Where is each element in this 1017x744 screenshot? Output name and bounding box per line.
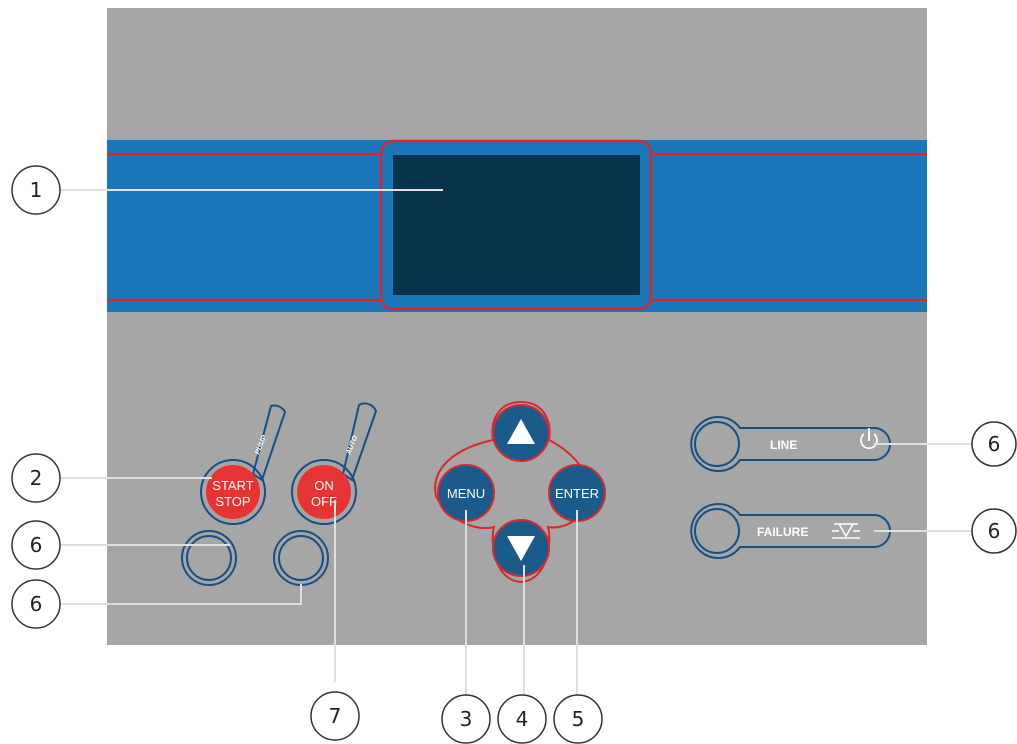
- line-led: [694, 421, 740, 467]
- callout-circle-5: [553, 694, 603, 744]
- callout-circle-2: [11, 453, 61, 503]
- pump-button-outline: [200, 459, 266, 525]
- triangle-up-icon: [507, 419, 535, 444]
- callout-circle-6-pump: [11, 520, 61, 570]
- callout-6-failure: 6: [988, 519, 1001, 543]
- failure-indicator: FAILURE: [690, 503, 891, 559]
- menu-label: MENU: [447, 486, 485, 501]
- line-label: LINE: [770, 438, 797, 452]
- failure-led: [694, 508, 740, 554]
- power-icon: [860, 428, 878, 450]
- triangle-down-icon: [507, 536, 535, 561]
- failure-indicator-outline: [690, 503, 891, 559]
- callout-1: 1: [30, 178, 43, 202]
- nav-cluster: MENU ENTER: [434, 400, 606, 584]
- water-level-icon: [832, 523, 860, 539]
- enter-label: ENTER: [555, 486, 599, 501]
- pump-group: PUMP START STOP: [181, 404, 287, 586]
- pump-led-outline: [181, 530, 237, 586]
- auto-slot-outline: [341, 402, 378, 482]
- callout-circle-6-failure: [971, 508, 1017, 554]
- auto-button-outline: [291, 459, 357, 525]
- start-stop-line1: START: [212, 478, 253, 493]
- nav-cluster-outline: [434, 400, 590, 584]
- callout-circle-7: [310, 691, 360, 741]
- callout-4: 4: [516, 707, 529, 731]
- callout-3: 3: [460, 707, 473, 731]
- failure-label: FAILURE: [757, 525, 808, 539]
- callout-6-auto: 6: [30, 592, 43, 616]
- callout-7: 7: [329, 704, 342, 728]
- line-indicator-outline: [690, 416, 891, 472]
- callout-circle-3: [441, 694, 491, 744]
- callout-6-line: 6: [988, 432, 1001, 456]
- start-stop-button[interactable]: [206, 465, 260, 519]
- callout-circle-4: [497, 694, 547, 744]
- callout-circle-6-auto: [11, 579, 61, 629]
- pump-slot-outline: [251, 404, 287, 482]
- callout-circle-6-line: [971, 421, 1017, 467]
- on-off-line2: OFF: [311, 494, 337, 509]
- callout-circle-1: [11, 165, 61, 215]
- line-indicator: LINE: [690, 416, 891, 472]
- on-off-line1: ON: [314, 478, 334, 493]
- on-off-button[interactable]: [297, 465, 351, 519]
- pump-led: [186, 535, 232, 581]
- auto-led: [278, 535, 324, 581]
- auto-group: AUTO ON OFF: [273, 402, 378, 586]
- callout-2: 2: [30, 466, 43, 490]
- display-screen: [393, 155, 640, 295]
- start-stop-line2: STOP: [215, 494, 250, 509]
- leader-6-auto: [60, 584, 302, 605]
- callout-6-pump: 6: [30, 533, 43, 557]
- leader-lines: [60, 189, 972, 697]
- callouts: 1 2 6 6 7 3 4 5 6 6: [11, 165, 1017, 744]
- callout-5: 5: [572, 707, 585, 731]
